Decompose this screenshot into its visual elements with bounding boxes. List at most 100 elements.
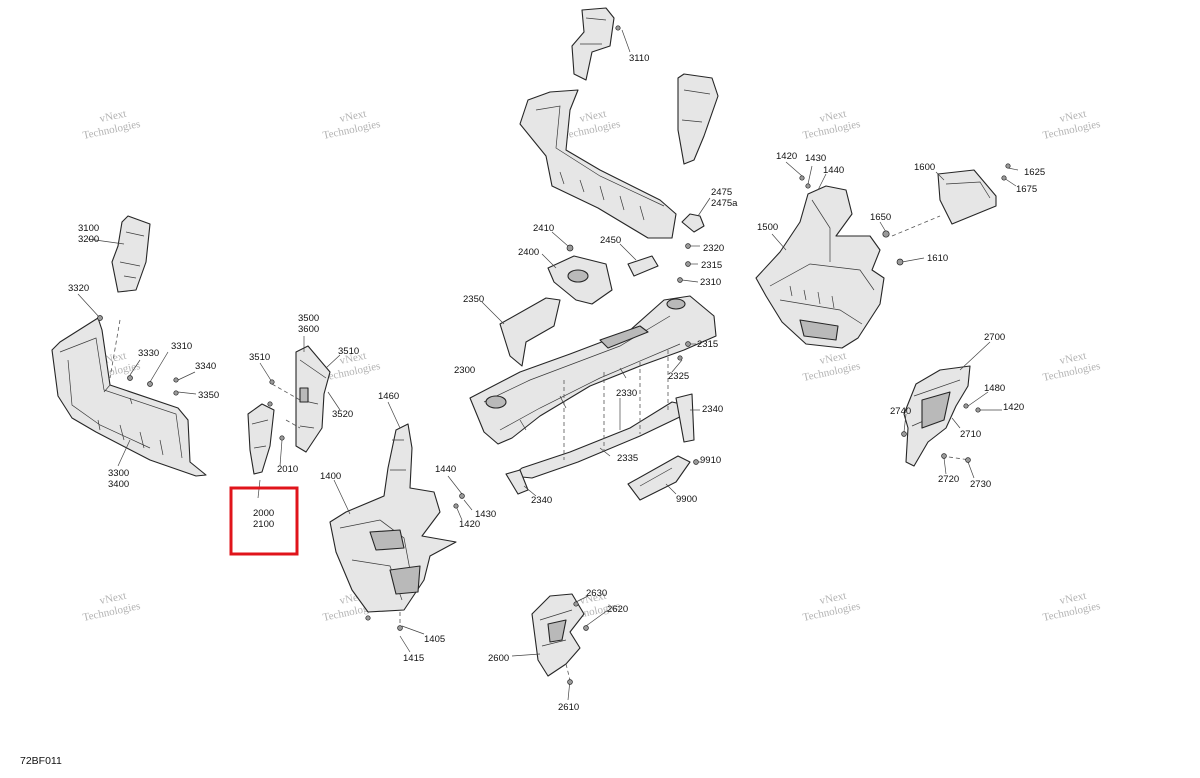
part-number-label: 3350	[198, 390, 219, 401]
highlight-box-2000-2100[interactable]: 2000 2100	[229, 486, 299, 556]
part-number-label: 2450	[600, 235, 621, 246]
part-number-label: 1415	[403, 653, 424, 664]
part-number-label: 1675	[1016, 184, 1037, 195]
part-number-label: 2720	[938, 474, 959, 485]
part-number-label: 1430	[805, 153, 826, 164]
part-number-label: 3200	[78, 234, 99, 245]
watermark-text: vNext	[99, 108, 128, 125]
part-number-label: 2010	[277, 464, 298, 475]
part-number-label: 2310	[700, 277, 721, 288]
part-number-label: 1480	[984, 383, 1005, 394]
watermark-text: vNext	[99, 590, 128, 607]
part-number-label: 1420	[1003, 402, 1024, 413]
highlight-label-2000: 2000	[253, 508, 274, 519]
watermark-text: vNext	[339, 350, 368, 367]
part-number-label: 3520	[332, 409, 353, 420]
part-number-label: 2315	[697, 339, 718, 350]
part-number-label: 3400	[108, 479, 129, 490]
watermark-text: vNext	[819, 350, 848, 367]
part-number-label: 1625	[1024, 167, 1045, 178]
part-number-label: 3310	[171, 341, 192, 352]
part-1600-bracket	[937, 169, 997, 225]
part-number-label: 3320	[68, 283, 89, 294]
part-2000-side-panel	[247, 401, 275, 475]
leaders-1400	[333, 401, 473, 653]
part-3100-bracket	[111, 215, 151, 293]
part-number-label: 9900	[676, 494, 697, 505]
part-center-rail	[519, 89, 677, 239]
part-number-label: 2730	[970, 479, 991, 490]
part-number-label: 3330	[138, 348, 159, 359]
part-2475-mount	[681, 197, 711, 233]
part-number-label: 2400	[518, 247, 539, 258]
part-9900-plate	[627, 455, 702, 501]
part-number-label: 2350	[463, 294, 484, 305]
part-upright-panel	[677, 73, 719, 165]
part-number-label: 1440	[823, 165, 844, 176]
leaders-right-upper	[771, 161, 1019, 266]
part-number-label: 3340	[195, 361, 216, 372]
part-number-label: 2335	[617, 453, 638, 464]
part-number-label: 3600	[298, 324, 319, 335]
part-number-label: 1650	[870, 212, 891, 223]
part-3110-upper-trim	[571, 7, 631, 81]
part-number-label: 2630	[586, 588, 607, 599]
part-number-label: 2340	[702, 404, 723, 415]
watermark-text: vNext	[579, 108, 608, 125]
part-2330-rail-brackets	[505, 350, 700, 497]
part-number-label: 3510	[338, 346, 359, 357]
part-2450-cover	[619, 243, 659, 277]
leaders-2600	[511, 595, 609, 701]
part-number-label: 1610	[927, 253, 948, 264]
part-3500-pillar-trim	[295, 345, 331, 453]
part-number-label: 1430	[475, 509, 496, 520]
part-number-label: 1460	[378, 391, 399, 402]
part-number-label: 2610	[558, 702, 579, 713]
part-2300-center-console	[469, 295, 717, 445]
part-number-label: 1440	[435, 464, 456, 475]
part-number-label: 2340	[531, 495, 552, 506]
part-2600-lower-cover	[531, 593, 585, 677]
part-number-label: 2600	[488, 653, 509, 664]
part-number-label: 3100	[78, 223, 99, 234]
part-number-label: 9910	[700, 455, 721, 466]
part-number-label: 2315	[701, 260, 722, 271]
part-number-label: 1600	[914, 162, 935, 173]
part-2400-shifter-cover	[541, 231, 613, 305]
part-labels: 3110 3100 3200 3320 3330 3310 3340 3350 …	[68, 53, 1045, 713]
watermark-text: vNext	[1059, 590, 1088, 607]
part-3300-floor-panel	[51, 317, 207, 477]
leaders-left-panel	[77, 238, 197, 467]
leaders-center-left	[257, 336, 341, 499]
part-number-label: 2700	[984, 332, 1005, 343]
watermark-text: vNext	[579, 590, 608, 607]
watermark-text: vNext	[819, 108, 848, 125]
part-number-label: 3500	[298, 313, 319, 324]
part-number-label: 3510	[249, 352, 270, 363]
part-number-label: 2325	[668, 371, 689, 382]
highlight-rectangle	[229, 486, 299, 556]
part-number-label: 2320	[703, 243, 724, 254]
part-number-label: 1420	[776, 151, 797, 162]
bolts-left-panel	[97, 315, 179, 396]
part-number-label: 2740	[890, 406, 911, 417]
watermark-text: vNext	[339, 108, 368, 125]
watermark-text: vNext	[1059, 350, 1088, 367]
bolts-console	[671, 243, 700, 373]
watermark-text: vNext	[1059, 108, 1088, 125]
leaders-2700	[901, 341, 1002, 479]
watermark-text: vNext	[819, 590, 848, 607]
part-number-label: 2330	[616, 388, 637, 399]
part-number-label: 2300	[454, 365, 475, 376]
part-number-label: 2410	[533, 223, 554, 234]
part-number-label: 2710	[960, 429, 981, 440]
part-number-label: 2475a	[711, 198, 738, 209]
